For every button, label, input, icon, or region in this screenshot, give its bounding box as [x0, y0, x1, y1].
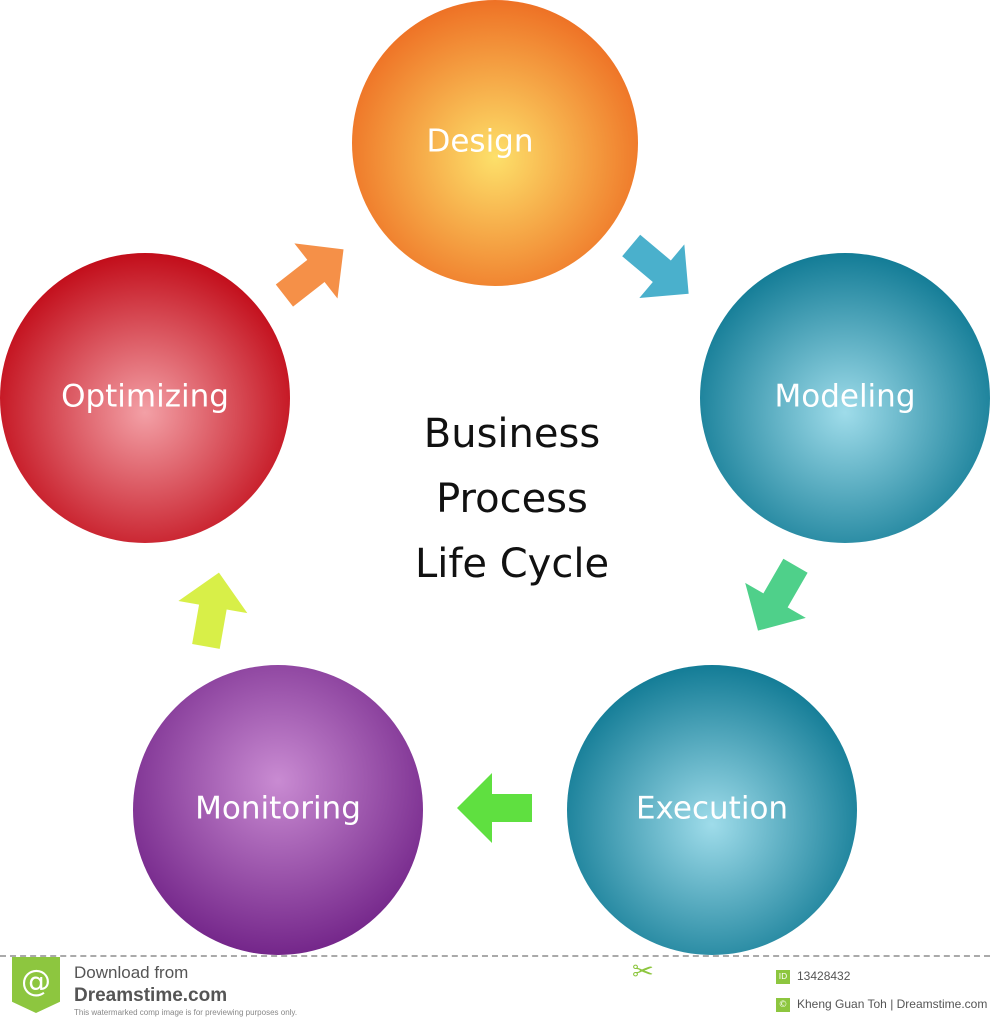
execution-circle: [567, 665, 857, 955]
design-label: Design: [426, 124, 533, 160]
copyright-icon: ©: [776, 998, 790, 1012]
site-name: Dreamstime.com: [74, 985, 228, 1006]
monitoring-label: Monitoring: [195, 791, 361, 827]
optimizing-label: Optimizing: [61, 379, 229, 415]
arrow-execution-to-monitoring: [457, 773, 532, 843]
arrow-optimizing-to-design: [262, 221, 366, 324]
title-line-3: Life Cycle: [415, 541, 609, 587]
modeling-circle: [700, 253, 990, 543]
monitoring-circle: [133, 665, 423, 955]
image-id: 13428432: [797, 969, 851, 983]
scissors-icon: ✂: [632, 957, 654, 987]
arrow-design-to-modeling: [608, 218, 712, 321]
business-process-diagram: Design Modeling Execution Monitoring Opt…: [0, 0, 990, 955]
execution-label: Execution: [636, 791, 788, 827]
watermark-footer: @ Download from Dreamstime.com This wate…: [0, 955, 990, 1026]
id-icon: ID: [776, 970, 790, 984]
image-credit: Kheng Guan Toh | Dreamstime.com: [797, 997, 988, 1011]
stage-design: Design: [352, 0, 638, 286]
arrow-monitoring-to-optimizing: [171, 566, 254, 653]
stage-modeling: Modeling: [700, 253, 990, 543]
stage-execution: Execution: [567, 665, 857, 955]
disclaimer: This watermarked comp image is for previ…: [74, 1008, 298, 1017]
title-line-2: Process: [436, 476, 588, 522]
stage-optimizing: Optimizing: [0, 253, 290, 543]
download-from-text: Download from: [74, 963, 189, 982]
stage-monitoring: Monitoring: [133, 665, 423, 955]
center-title: Business Process Life Cycle: [415, 411, 609, 587]
optimizing-circle: [0, 253, 290, 543]
design-circle: [352, 0, 638, 286]
arrow-modeling-to-execution: [727, 548, 826, 649]
modeling-label: Modeling: [774, 379, 915, 415]
title-line-1: Business: [424, 411, 600, 457]
dreamstime-logo-icon: @: [12, 957, 60, 1013]
